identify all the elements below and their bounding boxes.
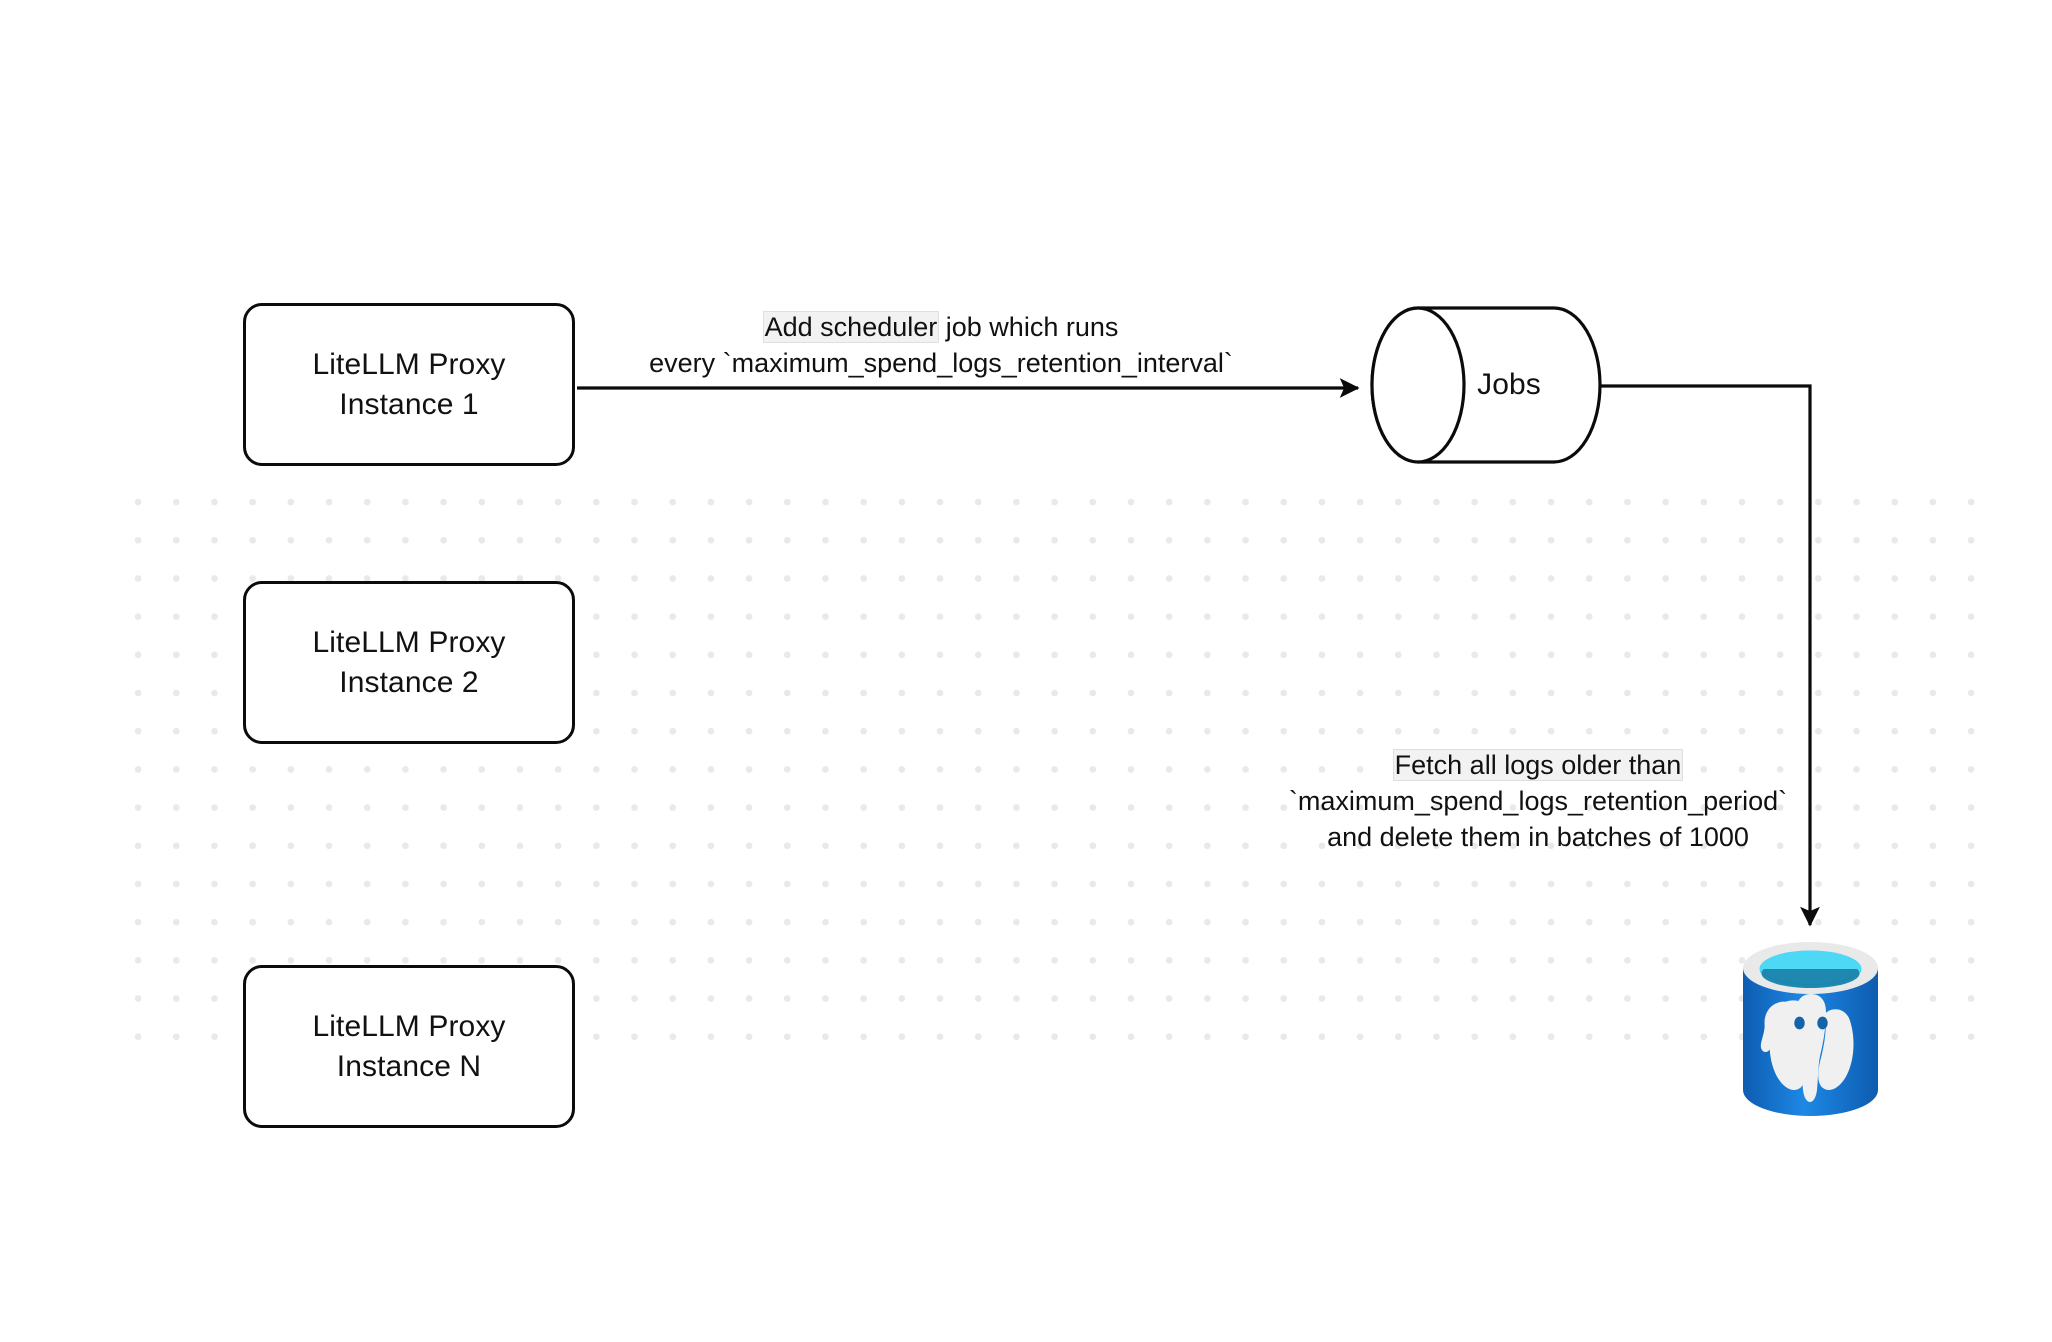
edge-label-line2: `maximum_spend_logs_retention_period` [1288, 785, 1788, 816]
connector-jobs-to-database [1600, 384, 1820, 927]
node-label-line2: Instance 1 [339, 387, 479, 421]
node-litellm-proxy-instance-2[interactable]: LiteLLM Proxy Instance 2 [243, 581, 575, 744]
edge-label-line1-rest: job which runs [938, 312, 1119, 342]
edge-label-add-scheduler-job: Add scheduler job which runs every `maxi… [611, 310, 1271, 382]
postgresql-elephant-icon [1743, 942, 1878, 1116]
node-label-line2: Instance 2 [339, 665, 479, 699]
node-litellm-proxy-instance-1[interactable]: LiteLLM Proxy Instance 1 [243, 303, 575, 466]
node-litellm-proxy-instance-n[interactable]: LiteLLM Proxy Instance N [243, 965, 575, 1128]
node-label-line1: LiteLLM Proxy [312, 625, 506, 659]
node-postgresql-database[interactable] [1738, 938, 1883, 1118]
node-jobs-label: Jobs [1477, 368, 1541, 401]
edge-label-line2: every `maximum_spend_logs_retention_inte… [649, 347, 1233, 378]
edge-label-fetch-and-delete-logs: Fetch all logs older than `maximum_spend… [1253, 748, 1823, 856]
edge-label-line1: Add scheduler job which runs [763, 312, 1119, 342]
edge-label-line1: Fetch all logs older than [1393, 750, 1683, 780]
edge-label-line3: and delete them in batches of 1000 [1327, 821, 1749, 852]
node-label-line2: Instance N [336, 1049, 482, 1083]
node-jobs-queue[interactable]: Jobs [1370, 305, 1602, 465]
node-label-line1: LiteLLM Proxy [312, 347, 506, 381]
node-label-line1: LiteLLM Proxy [312, 1009, 506, 1043]
cylinder-shape-icon [1370, 306, 1602, 464]
